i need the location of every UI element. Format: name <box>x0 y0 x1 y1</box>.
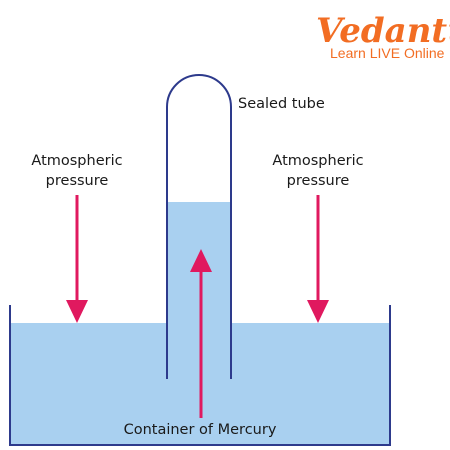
sealed-tube <box>166 74 232 379</box>
atmospheric-pressure-right-line2: pressure <box>287 173 350 189</box>
atmospheric-pressure-left-line1: Atmospheric <box>31 153 122 169</box>
arrow-up-icon <box>190 249 212 418</box>
tube-mercury-column <box>167 202 231 379</box>
container-of-mercury-label: Container of Mercury <box>124 422 277 438</box>
atmospheric-pressure-right-line1: Atmospheric <box>272 153 363 169</box>
logo-wordmark: Vedantu <box>316 11 450 51</box>
mercury-container <box>9 305 391 446</box>
arrow-down-icon <box>307 195 329 323</box>
logo-tagline: Learn LIVE Online <box>330 45 445 61</box>
atmospheric-pressure-left-line2: pressure <box>46 173 109 189</box>
vedantu-logo: Vedantu Learn LIVE Online <box>316 11 450 61</box>
sealed-tube-label: Sealed tube <box>238 96 325 112</box>
arrow-down-icon <box>66 195 88 323</box>
